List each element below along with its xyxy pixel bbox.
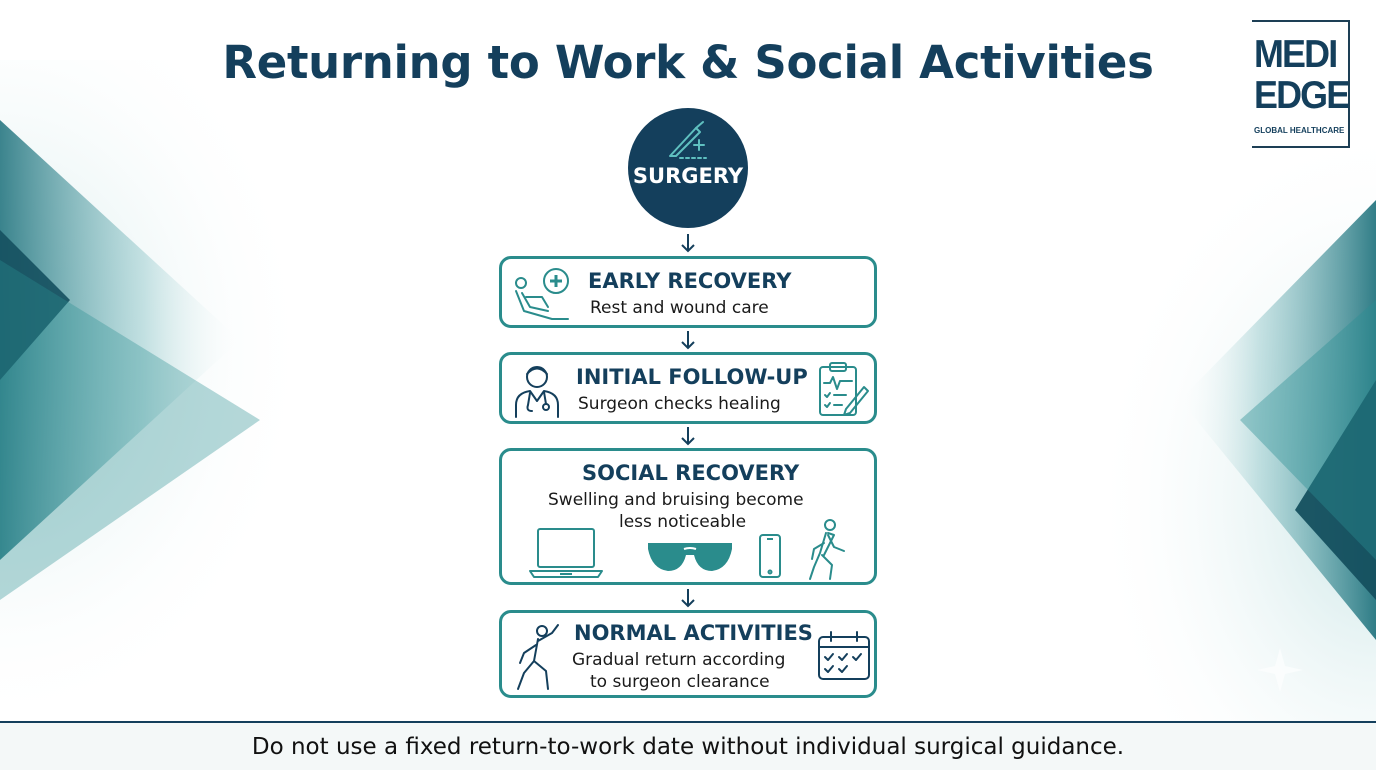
logo-tagline: GLOBAL HEALTHCARE [1254,126,1345,135]
medical-cross-icon [543,268,569,294]
step-title: SOCIAL RECOVERY [582,461,800,485]
laptop-icon [529,528,603,578]
active-person-icon [517,624,559,690]
step-social-recovery: SOCIAL RECOVERY Swelling and bruising be… [499,448,877,585]
surgery-node: SURGERY [628,108,748,228]
step-description: to surgeon clearance [590,672,770,692]
logo-line-1: MEDI [1254,33,1338,76]
scalpel-icon [669,121,707,159]
doctor-icon [515,366,559,418]
surgery-label: SURGERY [632,164,744,188]
sunglasses-icon [648,543,732,571]
step-description: Gradual return according [572,650,786,670]
logo-line-2: EDGE [1254,74,1350,117]
footer-note: Do not use a fixed return-to-work date w… [251,734,1125,760]
page-title: Returning to Work & Social Activities [222,36,1154,89]
calendar-check-icon [818,631,870,680]
step-title: NORMAL ACTIVITIES [574,621,813,645]
flow-arrow [681,427,695,446]
step-description: Rest and wound care [590,298,769,318]
step-title: EARLY RECOVERY [588,269,792,293]
phone-icon [759,534,781,578]
patient-reclining-icon [515,268,569,320]
step-title: INITIAL FOLLOW-UP [576,365,808,389]
step-normal-activities: NORMAL ACTIVITIES Gradual return accordi… [499,610,877,698]
walking-person-icon [809,519,845,580]
step-description: Swelling and bruising become [548,490,804,510]
flow-arrow [681,589,695,608]
step-initial-follow-up: INITIAL FOLLOW-UP Surgeon checks healing [499,352,877,424]
footer-banner: Do not use a fixed return-to-work date w… [0,721,1376,770]
flow-arrow [681,234,695,253]
clipboard-icon [819,362,869,416]
brand-logo: MEDI EDGE GLOBAL HEALTHCARE [1252,20,1350,148]
step-description: less noticeable [619,512,747,532]
step-description: Surgeon checks healing [578,394,781,414]
step-early-recovery: EARLY RECOVERY Rest and wound care [499,256,877,328]
flow-arrow [681,331,695,350]
